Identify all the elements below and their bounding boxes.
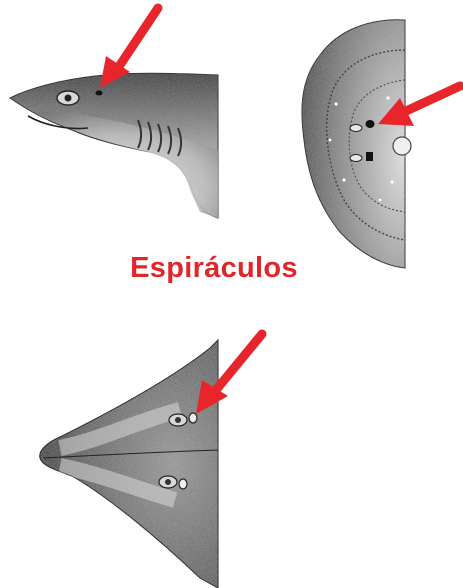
ray-dorsal-disc-icon	[298, 16, 411, 272]
shark-lateral-head-icon	[8, 70, 220, 220]
ray-dorsal-view	[298, 16, 460, 272]
figure-caption: Espiráculos	[104, 250, 324, 286]
guitarfish-dorsal-head-icon	[36, 336, 222, 588]
shark-side-view	[8, 8, 220, 220]
guitarfish-dorsal-view	[36, 334, 262, 588]
